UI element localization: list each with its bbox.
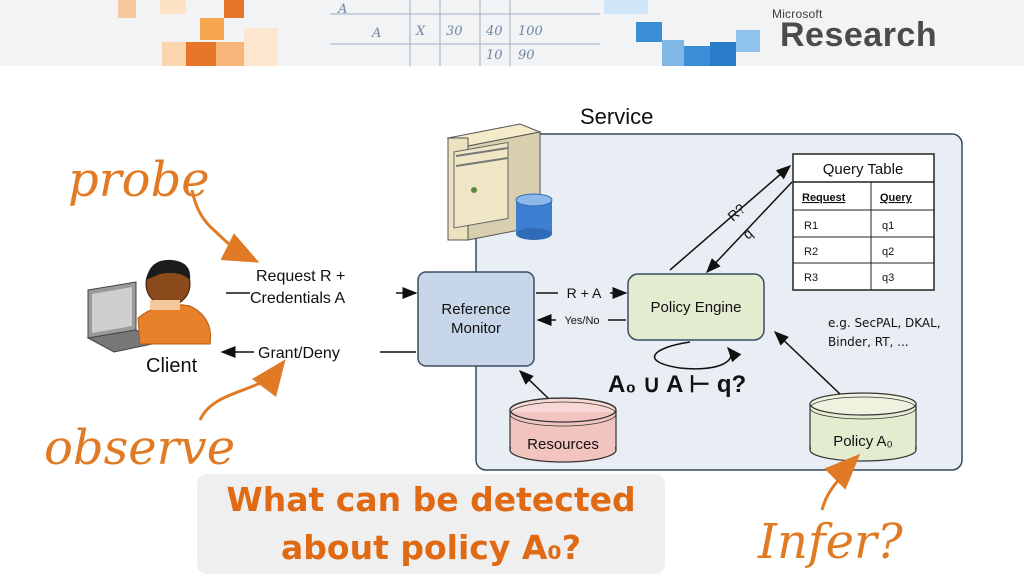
infer-annotation: Infer? bbox=[757, 514, 903, 570]
r-plus-a-label: R + A bbox=[567, 285, 602, 301]
question-box bbox=[197, 474, 665, 574]
query-table-cell: q1 bbox=[882, 220, 894, 232]
client-label: Client bbox=[146, 355, 198, 377]
question-line: about policy A₀? bbox=[281, 528, 581, 567]
banner-handwriting: 30 bbox=[446, 24, 463, 39]
probe-annotation: probe bbox=[68, 152, 210, 208]
query-table-cell: q2 bbox=[882, 246, 894, 258]
policy-engine-box bbox=[627, 273, 765, 341]
banner-handwriting: A bbox=[372, 26, 382, 41]
banner-decoration bbox=[0, 0, 1024, 66]
resources-label: Resources bbox=[527, 436, 599, 453]
banner-handwriting: 90 bbox=[518, 48, 535, 63]
policy-engine-label: Policy Engine bbox=[651, 299, 742, 316]
question-text: What can be detected about policy A₀? bbox=[197, 476, 665, 572]
service-label: Service bbox=[580, 104, 653, 129]
banner-handwriting: 100 bbox=[518, 24, 543, 39]
banner-handwriting: A bbox=[338, 2, 348, 17]
client-person-icon bbox=[86, 259, 212, 353]
grant-deny-label: Grant/Deny bbox=[258, 345, 340, 362]
infer-arrow bbox=[820, 453, 861, 511]
arrow-self-loop bbox=[653, 341, 742, 370]
policy-a0-label: Policy A₀ bbox=[833, 433, 893, 450]
examples-line: e.g. SecPAL, DKAL, bbox=[828, 316, 941, 330]
logo-microsoft: Microsoft bbox=[772, 7, 823, 21]
probe-arrow bbox=[190, 189, 260, 263]
arrow-r-query bbox=[669, 165, 792, 271]
resources-db bbox=[509, 397, 617, 463]
query-table: Query Table Request Query R1 q1 R2 q2 R3… bbox=[792, 153, 935, 291]
formula-label: A₀ ∪ A ⊢ q? bbox=[608, 371, 746, 398]
header-banner bbox=[0, 0, 1024, 66]
query-table-header-request: Request bbox=[802, 192, 846, 204]
reference-monitor-box bbox=[417, 271, 535, 367]
policy-db bbox=[809, 392, 917, 462]
examples-note: e.g. SecPAL, DKAL, Binder, RT, ... bbox=[828, 314, 978, 352]
database-icon bbox=[515, 193, 553, 240]
observe-annotation: observe bbox=[44, 420, 235, 476]
arrow-q-return bbox=[705, 181, 793, 274]
examples-line: Binder, RT, ... bbox=[828, 335, 909, 349]
query-table-cell: R3 bbox=[804, 272, 818, 284]
observe-arrow bbox=[198, 359, 286, 421]
banner-handwriting: 10 bbox=[486, 48, 503, 63]
logo-research: Research bbox=[780, 16, 938, 54]
banner-handwriting: 40 bbox=[486, 24, 503, 39]
yes-no-label: Yes/No bbox=[564, 315, 599, 327]
query-table-cell: R2 bbox=[804, 246, 818, 258]
request-label: Credentials A bbox=[250, 290, 345, 307]
query-table-title: Query Table bbox=[823, 161, 904, 178]
query-table-header-query: Query bbox=[880, 192, 913, 204]
banner-handwriting: X bbox=[416, 24, 426, 39]
question-line: What can be detected bbox=[226, 480, 636, 519]
arrow-resources-monitor bbox=[518, 369, 549, 399]
reference-monitor-label: Monitor bbox=[451, 320, 501, 337]
request-label: Request R + bbox=[256, 268, 345, 285]
reference-monitor-label: Reference bbox=[441, 301, 510, 318]
query-table-cell: R1 bbox=[804, 220, 818, 232]
query-table-cell: q3 bbox=[882, 272, 894, 284]
arrow-policy-engine bbox=[773, 330, 841, 395]
